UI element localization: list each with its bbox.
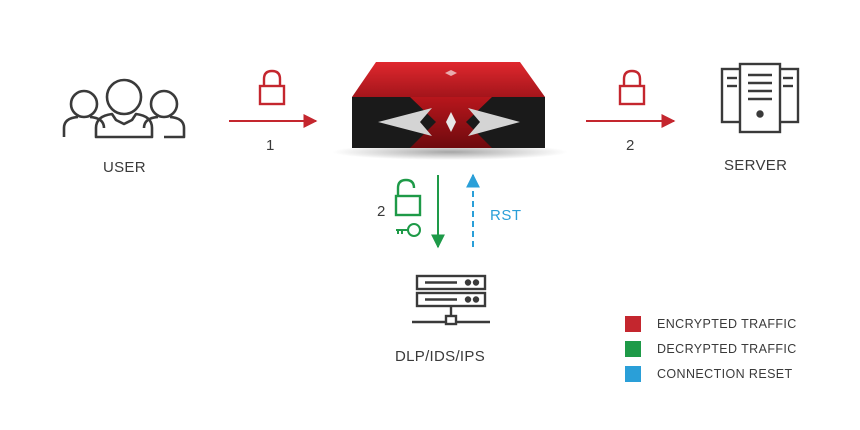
lock-closed-icon — [258, 69, 286, 106]
lock-open-icon — [394, 178, 422, 217]
rst-label: RST — [490, 207, 522, 224]
key-icon — [396, 223, 421, 237]
legend-label: CONNECTION RESET — [657, 367, 793, 381]
dlp-label: DLP/IDS/IPS — [395, 348, 485, 365]
server-tower-icon — [720, 62, 800, 134]
flow-1-label: 1 — [266, 137, 275, 154]
appliance-icon — [332, 62, 568, 160]
legend-item-decrypted: DECRYPTED TRAFFIC — [625, 341, 797, 357]
legend-swatch-reset — [625, 366, 641, 382]
legend-label: DECRYPTED TRAFFIC — [657, 342, 797, 356]
flow-2-label: 2 — [626, 137, 635, 154]
legend-item-reset: CONNECTION RESET — [625, 366, 793, 382]
lock-closed-icon — [618, 69, 646, 106]
legend-item-encrypted: ENCRYPTED TRAFFIC — [625, 316, 797, 332]
server-label: SERVER — [724, 157, 788, 174]
user-label: USER — [103, 159, 146, 176]
legend-swatch-decrypted — [625, 341, 641, 357]
legend-label: ENCRYPTED TRAFFIC — [657, 317, 797, 331]
flow-2-dlp-label: 2 — [377, 203, 386, 220]
legend-swatch-encrypted — [625, 316, 641, 332]
rack-server-icon — [412, 274, 490, 326]
users-icon — [62, 78, 186, 139]
